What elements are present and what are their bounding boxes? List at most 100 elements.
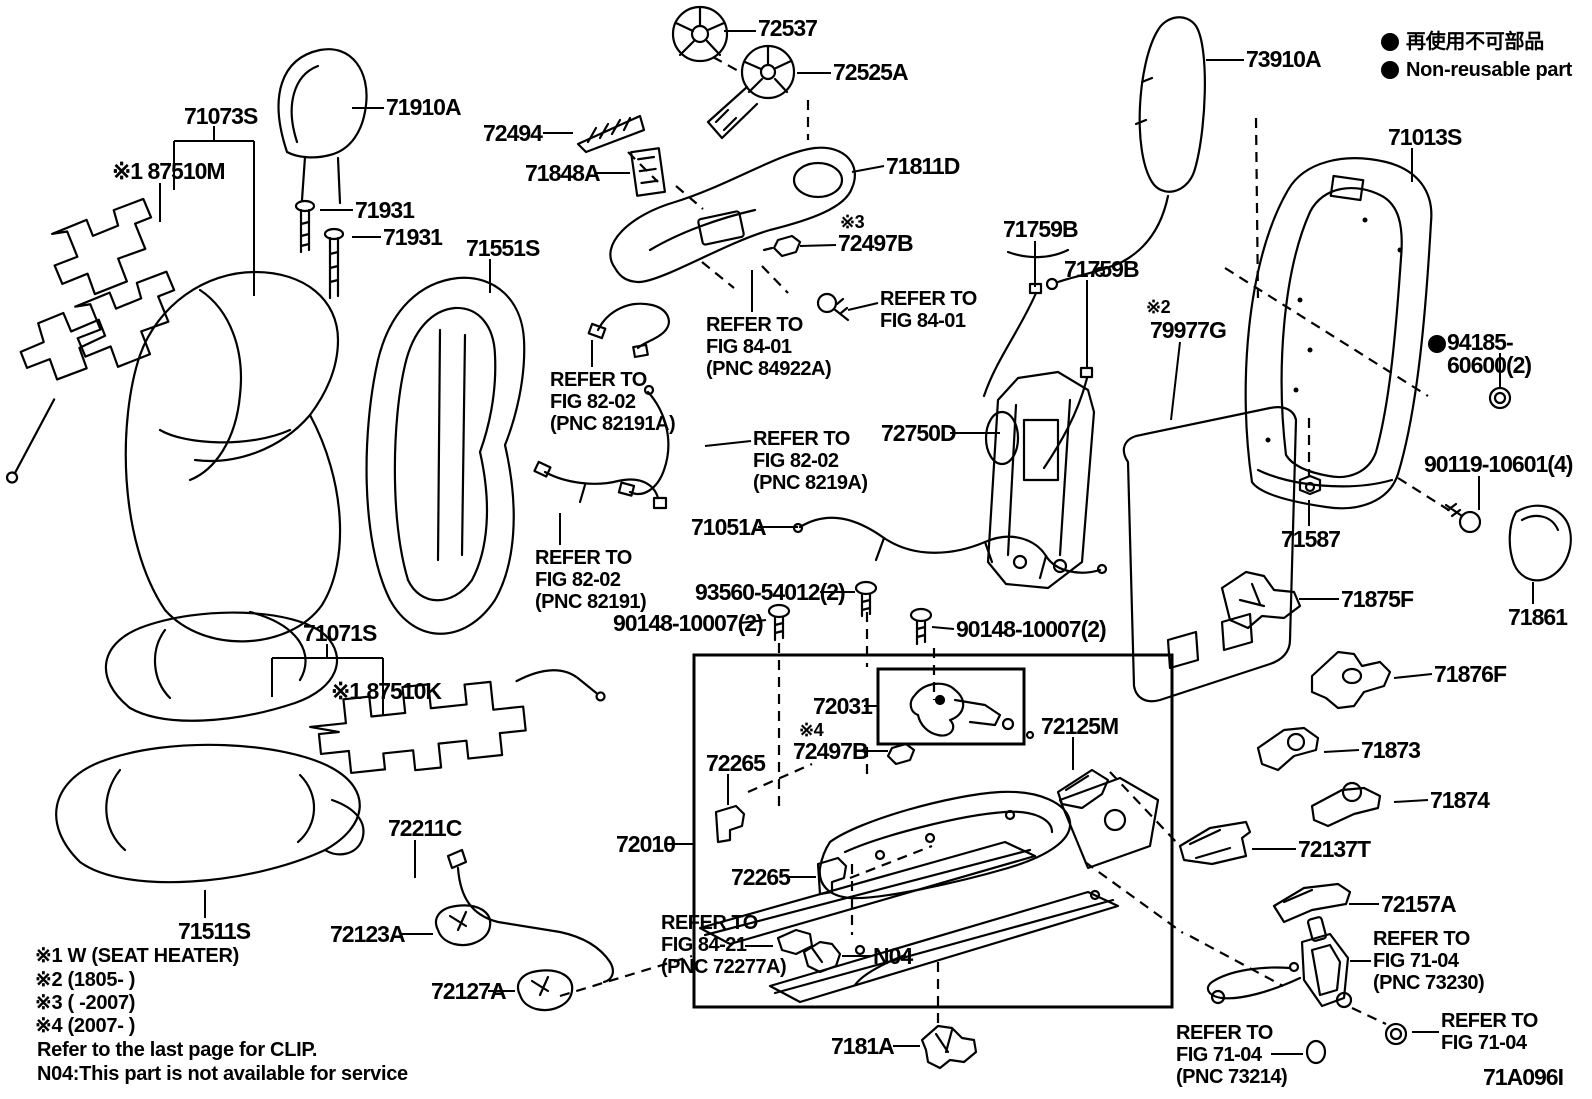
- part-label-72137T: 72137T: [1298, 836, 1371, 862]
- part-label-72497B: 72497B: [838, 230, 914, 256]
- footnote: N04:This part is not available for servi…: [37, 1063, 408, 1085]
- part-label-71875F: 71875F: [1341, 586, 1414, 612]
- part-label-※3: ※3: [840, 212, 865, 232]
- sketch-73910A: [1045, 16, 1206, 291]
- part-label-REFER-TO: REFER TO FIG 71-04 (PNC 73214): [1176, 1022, 1288, 1088]
- assembly-dashed-line: [1189, 935, 1284, 987]
- sketch-part-N04: [802, 940, 842, 974]
- part-label-71759B: 71759B: [1003, 216, 1079, 242]
- part-label-71874: 71874: [1430, 787, 1490, 813]
- assembly-dashed-line: [701, 261, 735, 289]
- sketch-72031: [909, 682, 1035, 740]
- sketch-ring-73214: [1305, 1039, 1327, 1065]
- assembly-dashed-line: [1084, 861, 1184, 934]
- sketch-72211C: [446, 848, 614, 984]
- legend-non-reusable-jp: 再使用不可部品: [1406, 31, 1544, 53]
- assembly-dashed-line: [1109, 771, 1179, 845]
- leader-line: [1393, 673, 1433, 679]
- leader-line: [931, 626, 955, 630]
- sketch-nut-fig71-04: [1384, 1022, 1408, 1046]
- part-label-72031: 72031: [813, 693, 873, 719]
- assembly-dashed-line: [1397, 477, 1456, 515]
- part-label-REFER-TO: REFER TO FIG 84-01: [880, 288, 977, 332]
- part-label-90148-10007-2-: 90148-10007(2): [956, 616, 1107, 642]
- sketch-bolt-90119: [1444, 502, 1482, 534]
- part-label-93560-54012-2-: 93560-54012(2): [695, 579, 846, 605]
- part-label-72525A: 72525A: [833, 59, 909, 85]
- sketch-71876F: [1310, 650, 1392, 710]
- part-label-71A096I: 71A096I: [1483, 1064, 1564, 1090]
- part-label-71931: 71931: [383, 224, 443, 250]
- part-label-73910A: 73910A: [1246, 46, 1322, 72]
- part-label-※4: ※4: [799, 720, 824, 740]
- part-label-94185-60600-2-: 94185-60600(2): [1447, 329, 1532, 378]
- sketch-72125M: [1056, 768, 1110, 810]
- sketch-72157A: [1272, 882, 1352, 924]
- sketch-71848A: [629, 147, 667, 197]
- leader-line: [704, 440, 752, 447]
- sketch-72750D: [984, 370, 1096, 590]
- sketch-nut-94185: [1488, 386, 1512, 410]
- assembly-dashed-line: [761, 265, 789, 294]
- part-label-71931: 71931: [355, 197, 415, 223]
- sketch-clip-72497B-upper: [762, 234, 802, 258]
- part-label-71511S: 71511S: [178, 918, 251, 944]
- sketch-belt-buckle: [1206, 916, 1353, 1009]
- part-label-REFER-TO: REFER TO FIG 71-04 (PNC 73230): [1373, 928, 1485, 994]
- sketch-screw-93560: [854, 580, 878, 618]
- part-label-71071S: 71071S: [303, 620, 377, 646]
- part-label-71013S: 71013S: [1388, 124, 1462, 150]
- part-label-N04: N04: [873, 943, 913, 969]
- sketch-71874: [1310, 781, 1382, 828]
- sketch-71511S: [55, 743, 365, 884]
- sketch-71873: [1256, 726, 1320, 772]
- sketch-72137T: [1178, 820, 1252, 866]
- part-label-72537: 72537: [758, 15, 818, 41]
- part-label-※1-87510M: ※1 87510M: [112, 158, 226, 184]
- part-label-REFER-TO: REFER TO FIG 82-02 (PNC 82191A): [550, 369, 676, 435]
- sketch-heater-mat-back: [5, 197, 176, 484]
- assembly-dashed-line: [1351, 1007, 1387, 1025]
- part-label-REFER-TO: REFER TO FIG 84-21 (PNC 72277A): [661, 912, 787, 978]
- sketch-wire-8219A: [617, 384, 670, 497]
- leader-line: [799, 244, 837, 247]
- part-label-90148-10007-2-: 90148-10007(2): [613, 610, 764, 636]
- footnote: ※4 (2007- ): [35, 1015, 136, 1037]
- part-label-71051A: 71051A: [691, 514, 767, 540]
- leader-line: [739, 619, 767, 624]
- sketch-wire-82191: [533, 460, 668, 510]
- sketch-heater-mat-cushion: [309, 669, 606, 775]
- sketch-71875F: [1220, 570, 1302, 630]
- sketch-79977G: [1122, 406, 1298, 703]
- part-label-72494: 72494: [483, 120, 543, 146]
- part-label-72123A: 72123A: [330, 921, 406, 947]
- part-label-※1-87510K: ※1 87510K: [331, 678, 442, 704]
- assembly-dashed-line: [559, 954, 693, 998]
- part-label-REFER-TO: REFER TO FIG 82-02 (PNC 82191): [535, 547, 647, 613]
- footnote: ※2 (1805- ): [35, 969, 136, 991]
- assembly-dashed-line: [849, 844, 933, 880]
- part-label-7181A: 7181A: [831, 1033, 895, 1059]
- sketch-headrest-supports: [294, 199, 345, 300]
- sketch-71861: [1508, 504, 1572, 582]
- sketch-headrest: [277, 48, 368, 205]
- part-label-90119-10601-4-: 90119-10601(4): [1424, 451, 1573, 477]
- leader-line: [847, 302, 879, 311]
- leader-line: [1170, 341, 1181, 421]
- part-label-72010: 72010: [616, 831, 676, 857]
- part-label-72211C: 72211C: [388, 815, 462, 841]
- part-label-72497B: 72497B: [793, 738, 869, 764]
- part-label-72127A: 72127A: [431, 978, 507, 1004]
- sketch-seatback-pad: [365, 276, 526, 635]
- sketch-clip-72497B-lower: [886, 742, 916, 766]
- part-label-72265: 72265: [706, 750, 766, 776]
- part-label-79977G: 79977G: [1150, 317, 1227, 343]
- part-label-72265: 72265: [731, 864, 791, 890]
- legend-non-reusable-en: Non-reusable part: [1406, 59, 1573, 81]
- leader-line: [1323, 749, 1360, 753]
- sketch-72265-b: [816, 856, 848, 896]
- sketch-72265-a: [714, 804, 746, 844]
- sketch-71071S: [105, 610, 339, 722]
- part-label-71848A: 71848A: [525, 160, 601, 186]
